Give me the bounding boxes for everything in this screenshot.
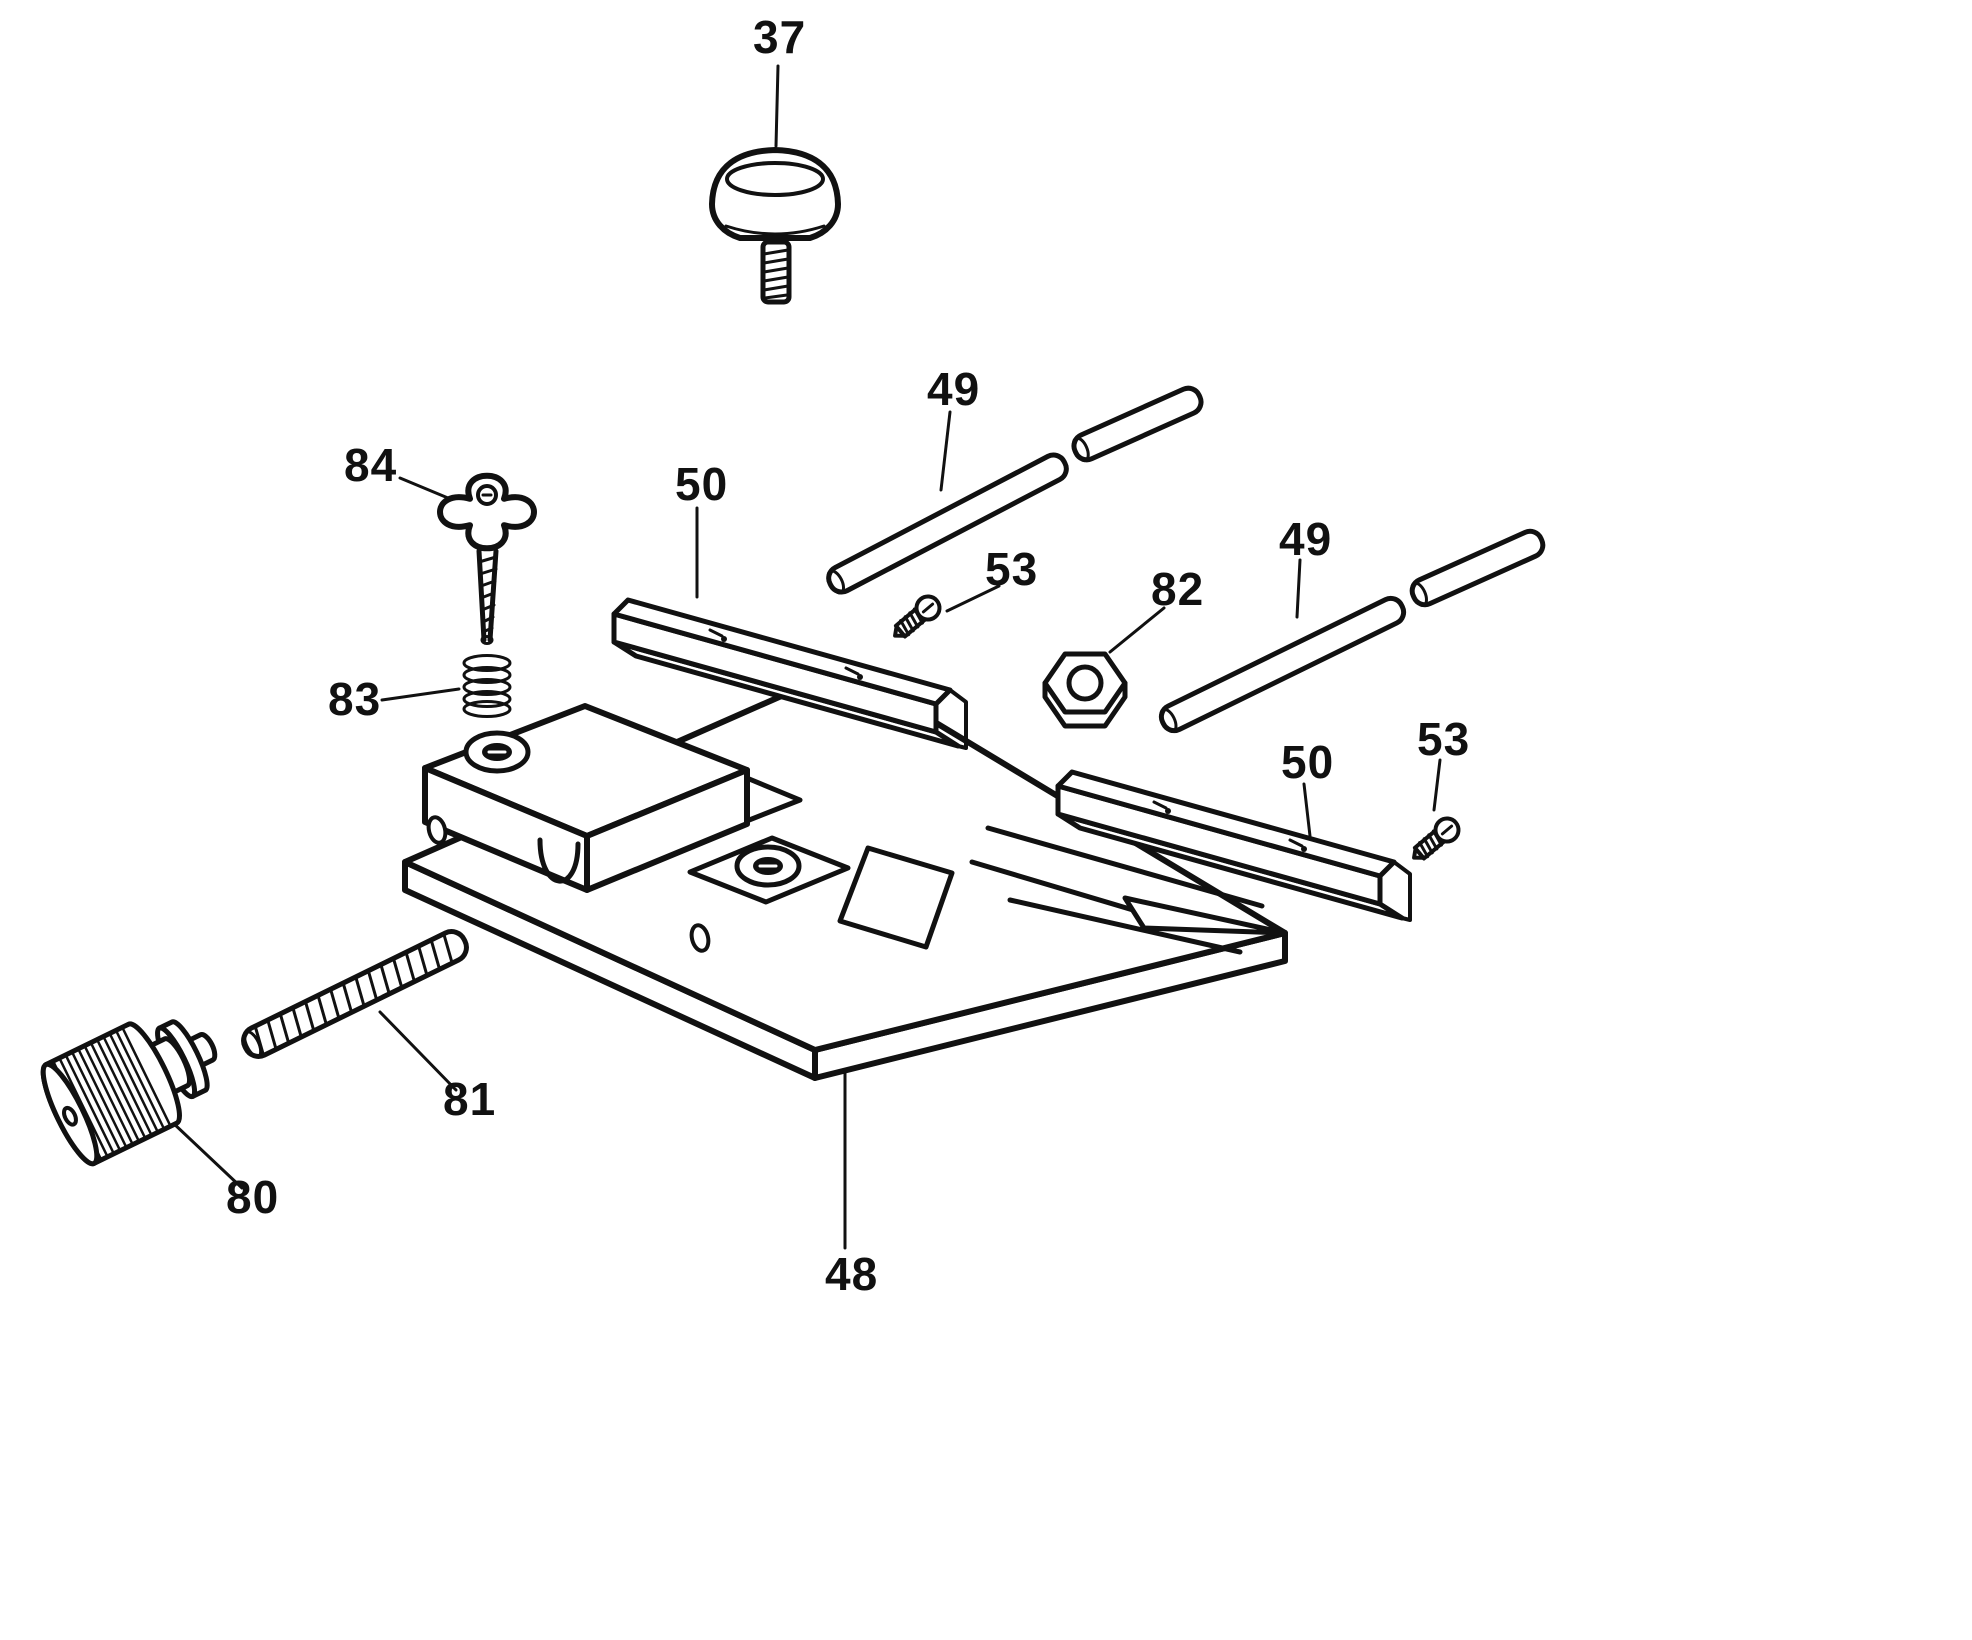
part-label-50-right: 50 — [1281, 736, 1335, 788]
guide-rail-50-left — [611, 597, 968, 750]
star-knob-84 — [437, 472, 537, 645]
part-label-53-right: 53 — [1417, 713, 1471, 765]
spring-83 — [462, 654, 512, 718]
screw-53-right — [1412, 816, 1461, 861]
hex-nut-82 — [1042, 651, 1128, 729]
part-label-80: 80 — [226, 1171, 280, 1223]
base-plate-48 — [402, 665, 1288, 1081]
boss-hole — [734, 844, 802, 888]
part-label-53-left: 53 — [985, 543, 1039, 595]
part-label-49-right: 49 — [1279, 513, 1333, 565]
screw-53-left — [893, 594, 942, 639]
part-label-49-left: 49 — [927, 363, 981, 415]
knurled-knob-80 — [40, 1019, 218, 1167]
guide-rail-50-right — [1055, 769, 1412, 922]
knob-37 — [709, 147, 841, 305]
guide-rod-49-right — [1158, 528, 1546, 734]
threaded-rod-81 — [241, 929, 469, 1059]
guide-rod-49-left — [826, 385, 1204, 595]
part-label-48: 48 — [825, 1248, 879, 1300]
part-label-81: 81 — [443, 1073, 497, 1125]
part-label-37: 37 — [753, 11, 807, 63]
part-label-50-left: 50 — [675, 458, 729, 510]
part-label-84: 84 — [344, 439, 398, 491]
part-label-82: 82 — [1151, 563, 1205, 615]
boss-hole — [463, 730, 531, 774]
leader-lines — [170, 64, 1442, 1250]
part-label-83: 83 — [328, 673, 382, 725]
